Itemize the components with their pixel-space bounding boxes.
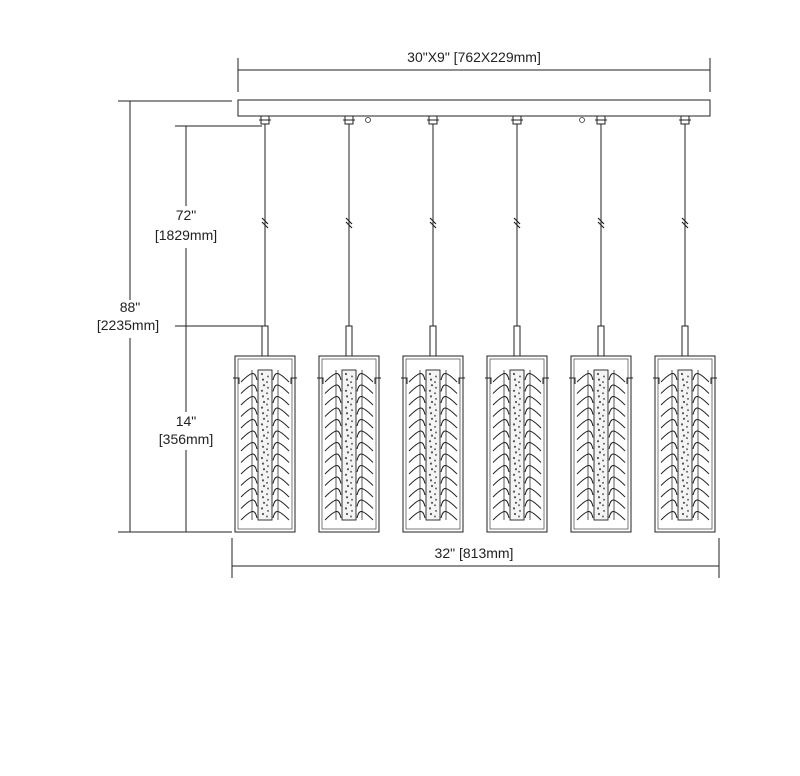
cord-length-mm: [1829mm] [155, 227, 217, 243]
shade-height-mm: [356mm] [159, 431, 213, 447]
canopy-width-dimension: 30"X9" [762X229mm] [237, 49, 711, 92]
pendant [653, 115, 717, 533]
pendant [485, 115, 549, 533]
canopy-bar [237, 99, 711, 117]
pendants-group [233, 115, 717, 533]
overall-height-inches: 88" [120, 299, 141, 315]
pendant [569, 115, 633, 533]
canopy-dimension-label: 30"X9" [762X229mm] [407, 49, 541, 65]
pendant [401, 115, 465, 533]
overall-height-dimension: 88" [2235mm] [97, 100, 232, 533]
overall-width-label: 32" [813mm] [435, 545, 514, 561]
cord-length-inches: 72" [176, 207, 197, 223]
pendant [317, 115, 381, 533]
shade-height-dimension: 14" [356mm] [159, 413, 213, 532]
shade-height-inches: 14" [176, 413, 197, 429]
overall-width-dimension: 32" [813mm] [231, 538, 720, 578]
pendant [233, 115, 297, 533]
overall-height-mm: [2235mm] [97, 317, 159, 333]
cord-length-dimension: 72" [1829mm] [155, 125, 262, 412]
